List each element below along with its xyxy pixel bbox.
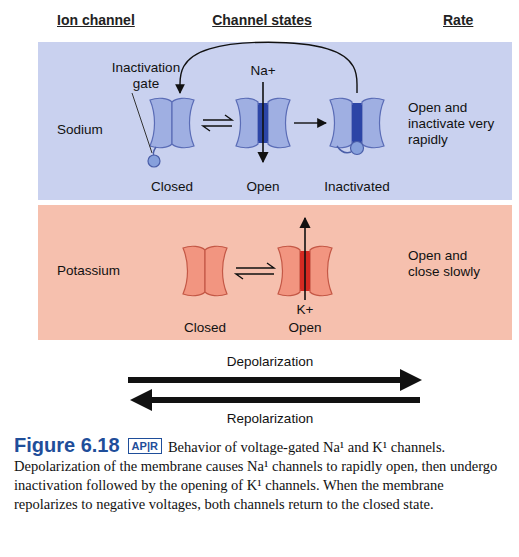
figure-number: Figure 6.18 bbox=[14, 434, 120, 456]
channel-subunit bbox=[268, 98, 290, 147]
state-label: Closed bbox=[151, 179, 193, 195]
channel-subunit bbox=[183, 246, 205, 295]
depolarization-arrowhead bbox=[400, 369, 422, 391]
resource-badge: AP|R bbox=[128, 438, 162, 454]
channel-name: Potassium bbox=[57, 263, 147, 279]
caption-box: Figure 6.18AP|RBehavior of voltage-gated… bbox=[14, 436, 510, 514]
gate-tether bbox=[337, 146, 351, 153]
channel-subunit bbox=[150, 98, 172, 147]
state-label: Inactivated bbox=[324, 179, 389, 195]
repolarization-arrowhead bbox=[130, 389, 152, 411]
pore-shading bbox=[258, 105, 261, 141]
channel-subunit bbox=[205, 246, 227, 295]
channel-outline bbox=[235, 95, 291, 151]
column-header: Ion channel bbox=[57, 12, 135, 28]
inactivation-ball bbox=[148, 155, 160, 167]
process-label: Repolarization bbox=[227, 411, 313, 427]
pore-shading bbox=[352, 105, 355, 141]
channel-outline bbox=[144, 95, 200, 151]
rate-text: Open and inactivate very rapidly bbox=[408, 100, 498, 148]
channel-subunit bbox=[310, 246, 332, 295]
rate-text: Open and close slowly bbox=[408, 248, 498, 280]
column-header: Channel states bbox=[212, 12, 312, 28]
channel-subunit bbox=[330, 98, 352, 147]
channel-outline bbox=[277, 243, 333, 299]
pore-shading bbox=[300, 253, 303, 289]
ion-channel: Closed bbox=[177, 243, 233, 299]
channel-outline bbox=[177, 243, 233, 299]
channel-subunit bbox=[236, 98, 258, 147]
channel-outline bbox=[329, 95, 385, 151]
ion-channel: Open bbox=[277, 243, 333, 299]
channel-subunit bbox=[278, 246, 300, 295]
pore-shading bbox=[360, 105, 363, 141]
inactivation-ball bbox=[351, 142, 364, 155]
channel-subunit bbox=[362, 98, 384, 147]
channel-subunit bbox=[172, 98, 194, 147]
ion-label: Na+ bbox=[250, 63, 275, 79]
pore-shading bbox=[308, 253, 311, 289]
part-label: Inactivation gate bbox=[100, 60, 192, 92]
channel-pore bbox=[257, 103, 269, 143]
channel-pore bbox=[299, 251, 311, 291]
channel-name: Sodium bbox=[57, 122, 137, 138]
ion-label: K+ bbox=[297, 302, 314, 318]
state-label: Open bbox=[246, 179, 279, 195]
channel-band: ClosedOpenPotassiumOpen and close slowly bbox=[38, 205, 512, 340]
depolarization-arrow bbox=[128, 377, 404, 383]
repolarization-arrow bbox=[150, 397, 420, 403]
ion-channel: Open bbox=[235, 95, 291, 151]
pore-shading bbox=[266, 105, 269, 141]
state-label: Open bbox=[288, 320, 321, 336]
ion-channel: Inactivated bbox=[329, 95, 385, 151]
ion-channel: Closed bbox=[144, 95, 200, 151]
column-header: Rate bbox=[443, 12, 473, 28]
channel-pore bbox=[351, 103, 363, 143]
process-label: Depolarization bbox=[227, 354, 313, 370]
state-label: Closed bbox=[184, 320, 226, 336]
